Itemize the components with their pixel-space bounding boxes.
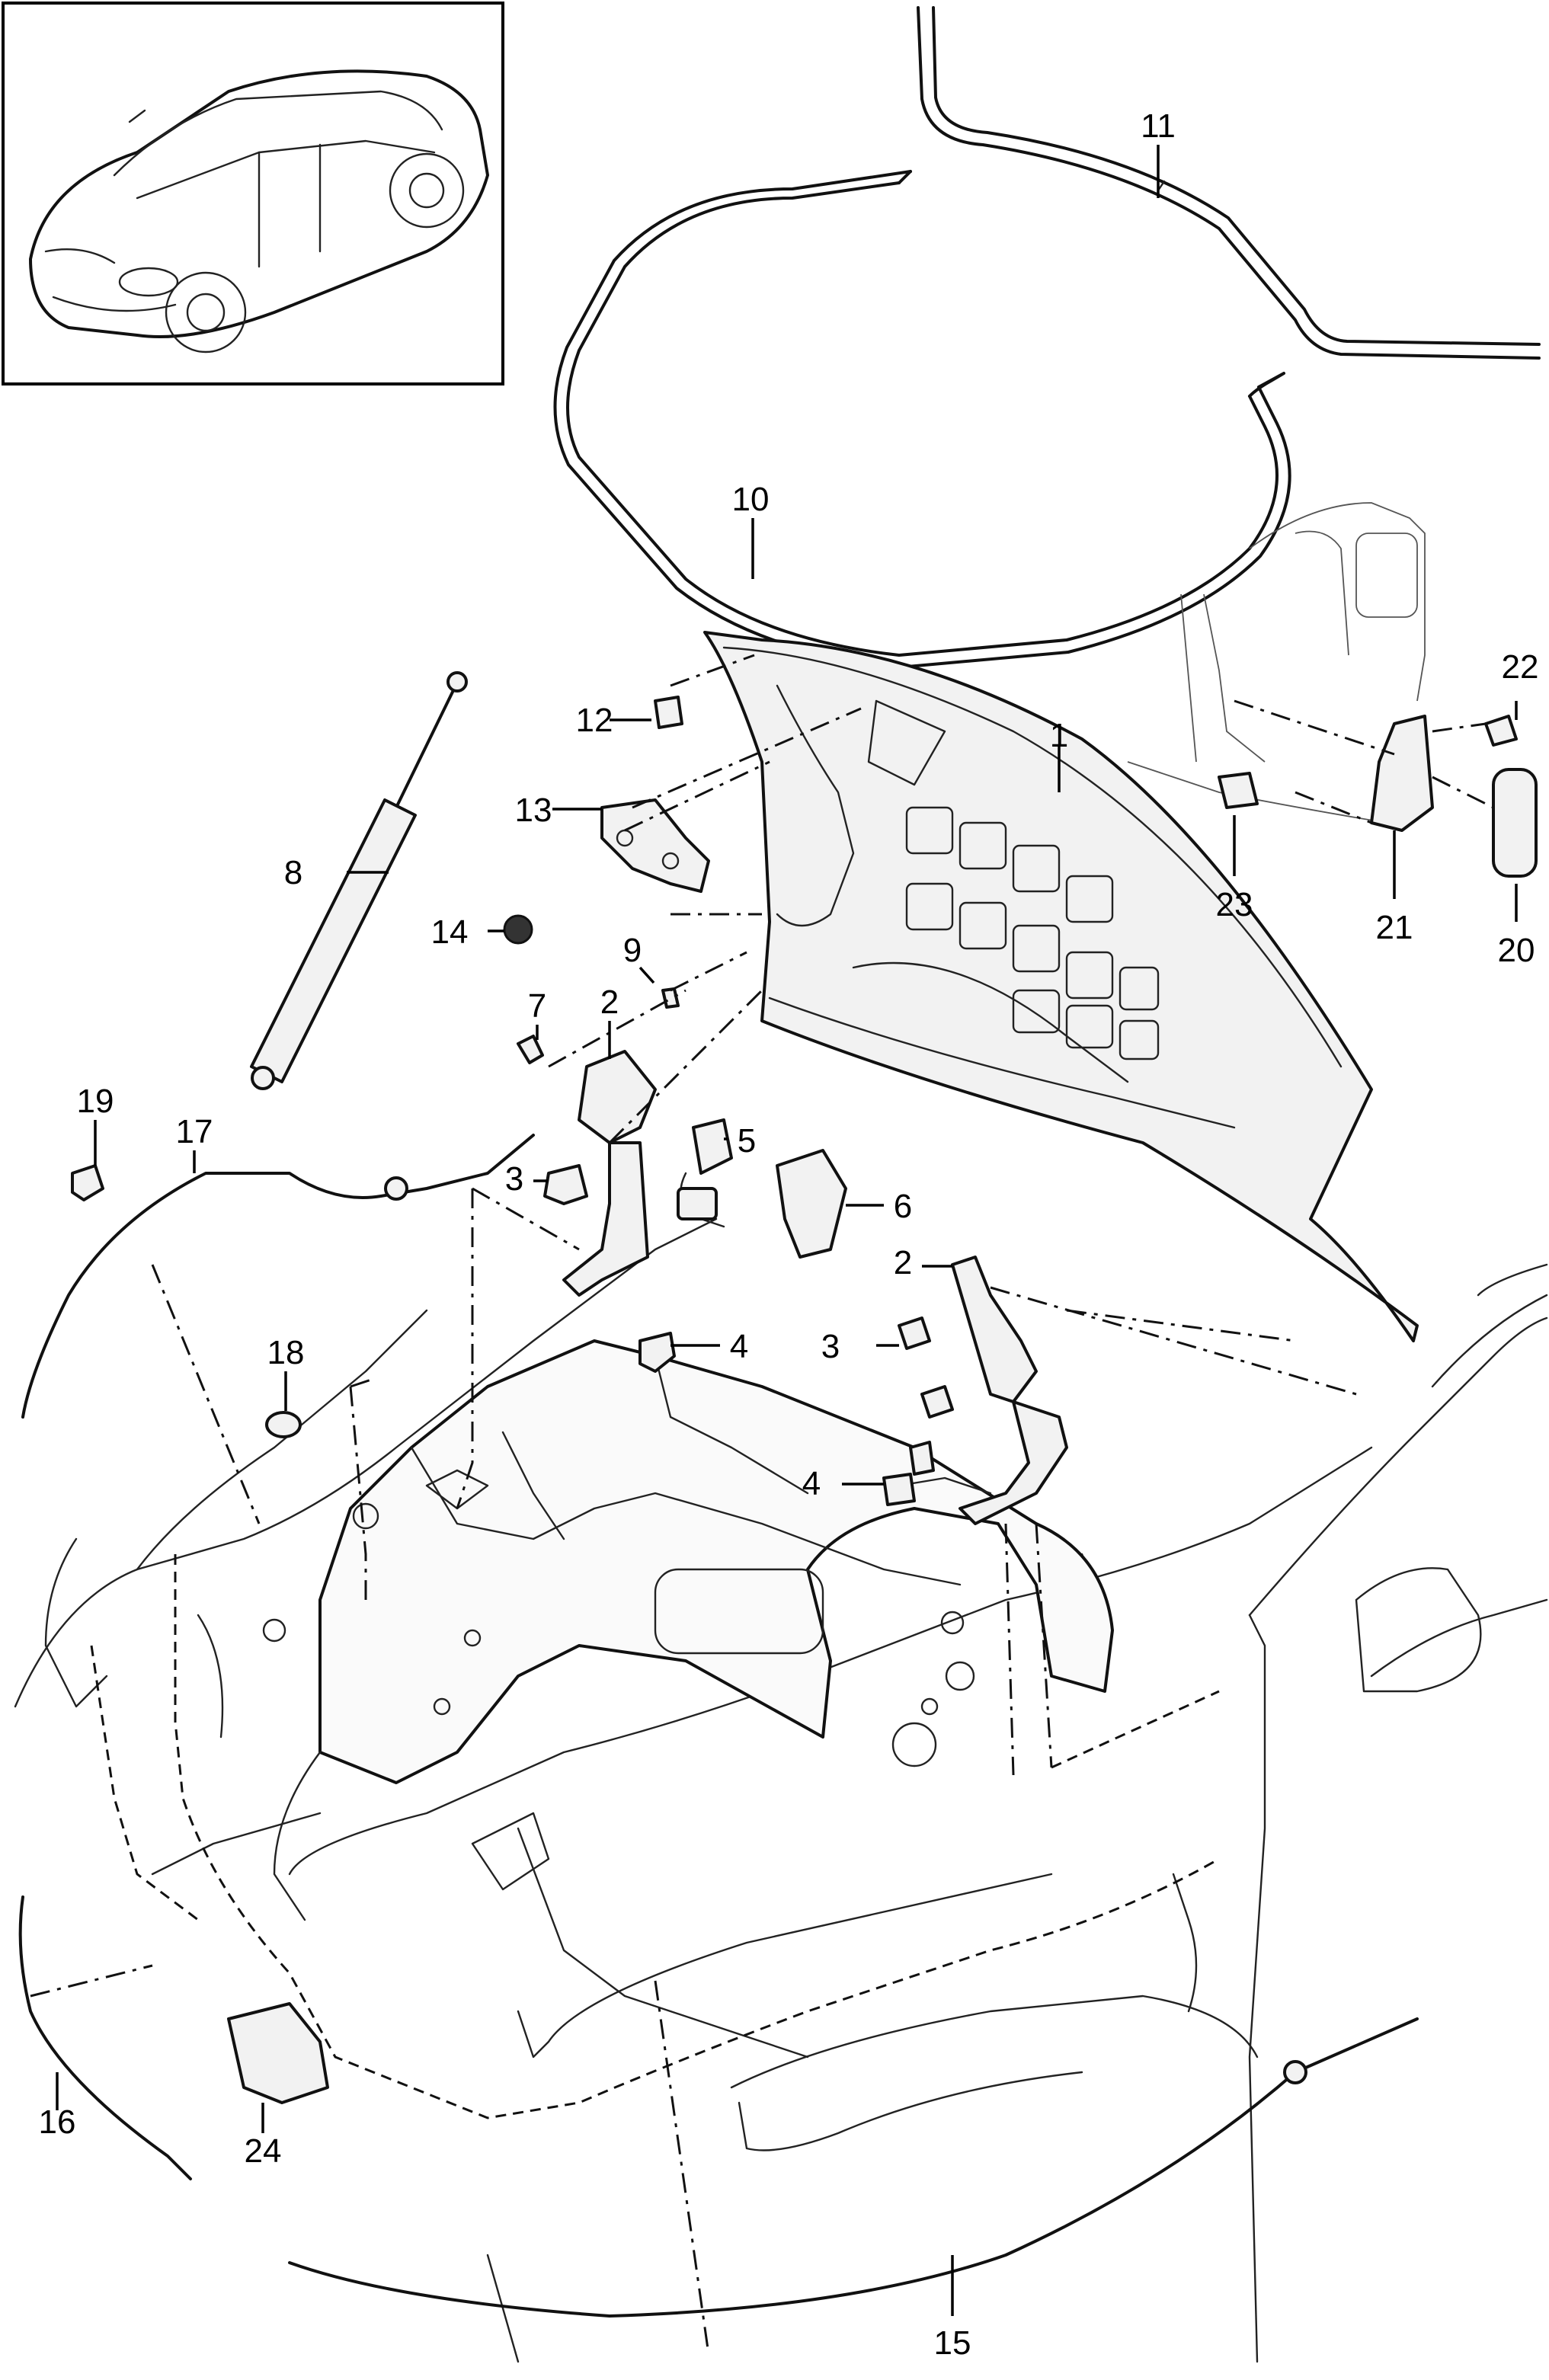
hood-cutouts [776,684,1160,1083]
latch-13 [600,798,710,893]
callout-1: 1 [1050,717,1068,754]
callout-2: 2 [600,984,619,1021]
callout-22: 22 [1502,648,1539,686]
switch-5 [677,1118,733,1228]
cables [18,1134,1419,2318]
assembly-lines [30,654,1494,2355]
callout-15: 15 [934,2324,971,2362]
callout-3b: 3 [821,1328,840,1365]
callout-14: 14 [431,913,469,951]
callout-labels: 1 2 2 3 3 4 4 5 6 7 8 9 10 11 12 13 14 1… [39,107,1539,2362]
hinge-right [951,1256,1068,1525]
callout-7: 7 [528,987,546,1025]
bracket-6 [776,1149,847,1259]
small-parts [71,696,954,1506]
callout-19: 19 [77,1083,114,1120]
callout-9: 9 [623,932,642,969]
gas-strut [250,671,468,1090]
callout-21: 21 [1376,909,1413,946]
callout-17: 17 [176,1113,213,1150]
callout-12: 12 [576,702,613,739]
hood-seal-10 [553,170,1291,669]
lock-24 [227,2002,329,2104]
callout-4: 4 [730,1328,748,1365]
car-thumbnail-icon [29,69,489,353]
callout-8: 8 [284,854,302,891]
hood-panel [703,631,1419,1342]
callout-18: 18 [267,1334,305,1371]
vehicle-thumbnail [2,2,504,385]
callout-6: 6 [894,1188,912,1225]
callout-16: 16 [39,2103,76,2141]
vehicle-body [14,1217,1548,2363]
door-parts [1218,715,1538,878]
callout-2b: 2 [894,1244,912,1281]
door-inset [1127,502,1426,824]
callout-10: 10 [732,481,770,518]
front-structure [151,1339,1114,2059]
callout-13: 13 [515,792,552,829]
leader-lines [56,145,1518,2316]
callout-3: 3 [505,1160,523,1198]
callout-24: 24 [245,2132,282,2170]
hinge-left [562,1050,657,1297]
callout-20: 20 [1498,932,1535,969]
callout-23: 23 [1216,886,1253,923]
callout-5: 5 [738,1122,756,1160]
callout-4b: 4 [802,1465,821,1502]
callout-11: 11 [1141,107,1176,145]
seal-11 [917,6,1541,360]
